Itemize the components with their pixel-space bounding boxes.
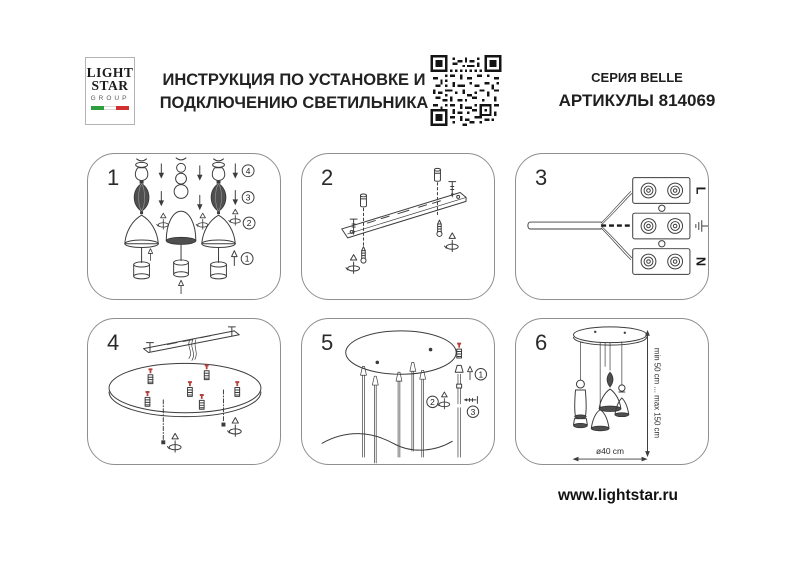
red-screw-icon xyxy=(198,393,205,410)
anchor-dot xyxy=(221,422,226,427)
logo-text-star: STAR xyxy=(91,77,129,93)
screw-icon xyxy=(436,219,443,237)
product-info: СЕРИЯ BELLE АРТИКУЛЫ 814069 xyxy=(538,70,736,111)
drape-line xyxy=(321,433,453,451)
logo-text-light: LIGHT xyxy=(86,65,134,80)
ceiling-plate xyxy=(108,362,262,418)
page-title: ИНСТРУКЦИЯ ПО УСТАНОВКЕ И ПОДКЛЮЧЕНИЮ СВ… xyxy=(148,69,440,114)
anchor-dot xyxy=(161,440,166,445)
qr-code xyxy=(430,55,502,126)
title-line-2: ПОДКЛЮЧЕНИЮ СВЕТИЛЬНИКА xyxy=(159,93,429,112)
website-link[interactable]: www.lightstar.ru xyxy=(558,487,678,504)
screw-turn-icon xyxy=(444,232,459,253)
terminal-label-neutral: N xyxy=(693,257,708,266)
step-1-marker: 1 xyxy=(231,250,254,266)
step-panel-2: 2 xyxy=(301,153,495,300)
step-4-marker: 4 xyxy=(232,163,255,180)
mounting-bracket xyxy=(341,191,467,239)
arrow-up-icon xyxy=(467,365,473,381)
step-panel-5: 5 1 xyxy=(301,318,495,465)
wall-plug-icon xyxy=(360,193,367,208)
fixing-detail: 1 2 3 xyxy=(426,342,488,458)
step-number-5: 5 xyxy=(321,330,334,355)
step-panel-6: 6 xyxy=(515,318,709,465)
terminal-block xyxy=(632,177,691,275)
step-panel-4: 4 xyxy=(87,318,281,465)
pendant-left xyxy=(124,158,159,280)
arrow-up-icon xyxy=(147,248,154,261)
screw-turn-icon xyxy=(227,417,242,437)
suspension-rods xyxy=(360,362,426,464)
red-screw-icon xyxy=(187,380,193,397)
height-dimension-label: min 50 cm ... max 150 cm xyxy=(652,348,661,439)
step-2-label: 2 xyxy=(247,218,252,228)
series-label: СЕРИЯ BELLE xyxy=(591,70,683,85)
article-number: АРТИКУЛЫ 814069 xyxy=(558,91,716,110)
diameter-dimension-label: ø40 cm xyxy=(596,446,624,456)
title-line-1: ИНСТРУКЦИЯ ПО УСТАНОВКЕ И xyxy=(162,71,426,89)
red-screw-icon xyxy=(234,380,241,397)
terminal-label-line: L xyxy=(693,187,708,195)
logo-text-group: GROUP xyxy=(90,95,130,102)
arrow-up-icon xyxy=(178,279,184,295)
wall-plug-icon xyxy=(434,167,441,182)
red-screw-icon xyxy=(147,367,154,385)
canopy xyxy=(345,330,457,375)
mounting-bracket xyxy=(143,326,240,354)
diagram-shade-assembly: 4 3 2 1 xyxy=(124,157,256,295)
red-screw-icon xyxy=(144,390,151,407)
wires xyxy=(188,339,197,361)
diagram-wiring: L N xyxy=(527,177,708,275)
diagram-suspension-fixing: 1 2 3 xyxy=(321,330,488,464)
red-screw-icon xyxy=(203,363,210,381)
ground-symbol-icon xyxy=(695,220,708,232)
screw-turn-icon xyxy=(195,212,209,230)
pendant-cluster xyxy=(573,371,630,432)
step-number-1: 1 xyxy=(107,165,120,190)
arrow-down-icon xyxy=(196,194,204,211)
step-panel-1: 1 4 3 xyxy=(87,153,281,300)
red-screw-icon xyxy=(456,342,463,359)
arrow-down-icon xyxy=(158,190,165,207)
step-1-label: 1 xyxy=(245,254,250,264)
arrow-down-icon xyxy=(196,165,204,182)
pendant-right xyxy=(201,158,236,280)
screw-turn-icon xyxy=(436,391,451,410)
step-panel-3: 3 L xyxy=(515,153,709,300)
arrow-down-icon xyxy=(158,163,165,180)
step-2-label: 2 xyxy=(430,397,435,407)
screw-icon xyxy=(360,246,367,264)
screw-turn-icon xyxy=(166,432,182,453)
step-3-label: 3 xyxy=(246,193,251,203)
suspension-cables xyxy=(580,341,623,407)
side-screw-icon xyxy=(463,395,478,404)
diagram-canopy-mounting xyxy=(108,326,262,453)
step-4-label: 4 xyxy=(246,166,251,176)
diagram-assembled-fixture: min 50 cm ... max 150 cm ø40 cm xyxy=(572,326,661,462)
step-3-label: 3 xyxy=(471,407,476,417)
pendant-middle xyxy=(165,157,197,278)
step-number-2: 2 xyxy=(321,165,334,190)
diagram-bracket-mounting xyxy=(341,167,467,274)
supply-cable xyxy=(527,191,633,260)
step-1-label: 1 xyxy=(479,369,484,379)
diameter-dimension: ø40 cm xyxy=(572,446,648,462)
step-number-4: 4 xyxy=(107,330,120,355)
screw-turn-icon xyxy=(156,212,169,230)
step-number-6: 6 xyxy=(535,330,548,355)
step-2-marker: 2 xyxy=(228,208,256,230)
step-number-3: 3 xyxy=(535,165,548,190)
italy-flag-icon xyxy=(91,106,130,110)
lightstar-logo: LIGHT STAR GROUP xyxy=(85,57,135,125)
height-dimension: min 50 cm ... max 150 cm xyxy=(645,329,661,458)
screw-turn-icon xyxy=(345,254,361,274)
step-3-marker: 3 xyxy=(232,190,255,206)
